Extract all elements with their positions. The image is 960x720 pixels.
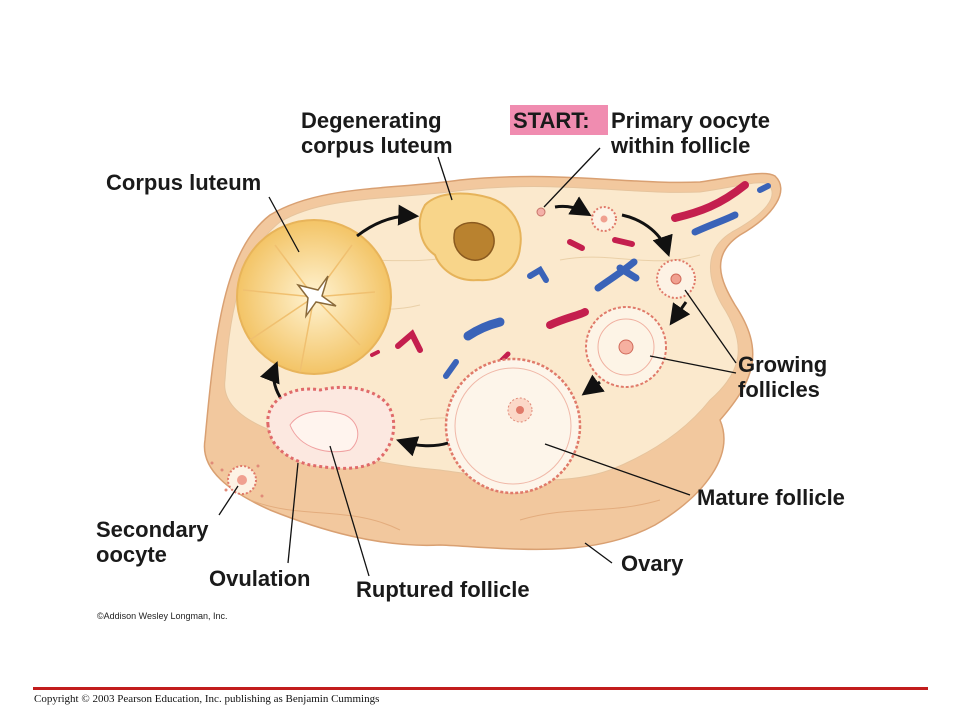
label-growing-line1: Growing bbox=[738, 352, 828, 377]
label-primary-line2: within follicle bbox=[611, 133, 751, 158]
arrow-oocyte-to-follicle bbox=[554, 196, 592, 217]
label-secondary-line1: Secondary bbox=[96, 517, 209, 542]
label-start: START: bbox=[513, 108, 590, 133]
leader-lines bbox=[218, 147, 737, 577]
cycle-arrows bbox=[260, 196, 691, 457]
ruptured-follicle bbox=[266, 385, 396, 470]
blood-vessels bbox=[370, 181, 771, 379]
label-primary-oocyte: Primary oocyte within follicle bbox=[611, 108, 770, 158]
secondary-oocyte bbox=[210, 461, 264, 498]
label-growing-line2: follicles bbox=[738, 377, 820, 402]
label-degenerating-corpus-luteum: Degenerating corpus luteum bbox=[301, 108, 453, 158]
label-ruptured-follicle: Ruptured follicle bbox=[356, 577, 530, 602]
start-badge bbox=[510, 105, 608, 135]
label-degenerating-line1: Degenerating bbox=[301, 108, 442, 133]
growing-follicle-2 bbox=[585, 306, 667, 388]
corpus-luteum-scar bbox=[296, 275, 337, 319]
growing-follicle-1 bbox=[656, 259, 696, 299]
label-secondary-line2: oocyte bbox=[96, 542, 167, 567]
arrow-larger-to-mature bbox=[581, 374, 605, 396]
arrow-follicle-to-growing bbox=[621, 213, 673, 257]
arrow-mature-to-ruptured bbox=[396, 436, 449, 457]
mature-follicle bbox=[444, 357, 582, 495]
small-follicle bbox=[591, 206, 617, 232]
arrow-ruptured-to-corpus-luteum bbox=[260, 361, 282, 398]
corpus-luteum bbox=[236, 219, 392, 375]
label-growing-follicles: Growing follicles bbox=[738, 352, 827, 402]
degenerating-corpus-luteum bbox=[418, 192, 522, 282]
label-mature-follicle: Mature follicle bbox=[697, 485, 845, 510]
label-ovulation: Ovulation bbox=[209, 566, 311, 591]
arrow-corpus-to-degenerating bbox=[356, 204, 420, 238]
footer-rule bbox=[33, 687, 928, 690]
label-corpus-luteum: Corpus luteum bbox=[106, 170, 262, 195]
label-ovary: Ovary bbox=[621, 551, 684, 576]
primary-oocyte bbox=[536, 207, 546, 217]
publisher-credit: ©Addison Wesley Longman, Inc. bbox=[97, 611, 228, 621]
label-secondary-oocyte: Secondary oocyte bbox=[96, 517, 209, 567]
arrow-growing-to-larger bbox=[669, 301, 691, 326]
footer-copyright: Copyright © 2003 Pearson Education, Inc.… bbox=[34, 693, 380, 705]
label-degenerating-line2: corpus luteum bbox=[301, 133, 453, 158]
label-primary-line1: Primary oocyte bbox=[611, 108, 770, 133]
